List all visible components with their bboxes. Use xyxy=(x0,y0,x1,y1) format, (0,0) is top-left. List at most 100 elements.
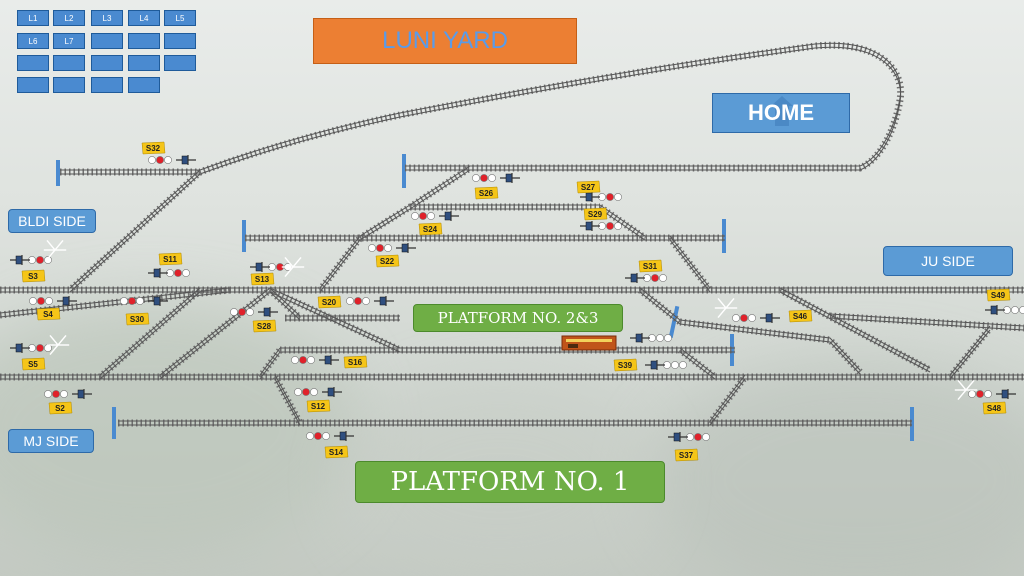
signal-post[interactable]: S31 xyxy=(625,259,667,283)
line-button-18[interactable] xyxy=(91,77,123,93)
bldi-side-button[interactable]: BLDI SIDE xyxy=(8,209,96,233)
signal-lamp xyxy=(614,193,622,201)
signal-label: S26 xyxy=(479,189,494,198)
signal-tag: S3 xyxy=(21,269,46,283)
signal-tag: S31 xyxy=(638,259,663,273)
line-button-6[interactable]: L6 xyxy=(17,33,49,49)
line-button-12[interactable] xyxy=(53,55,85,71)
track-stopper xyxy=(242,220,246,252)
signal-post[interactable]: S5 xyxy=(10,334,70,371)
signal-tag: S49 xyxy=(986,288,1011,302)
line-button-8[interactable] xyxy=(91,33,123,49)
signal-post[interactable]: S26 xyxy=(472,173,520,200)
signal-tag: S20 xyxy=(317,295,342,309)
signal-post[interactable]: S28 xyxy=(230,307,278,333)
signal-post[interactable] xyxy=(630,333,672,343)
home-label: HOME xyxy=(748,100,814,125)
signal-post[interactable]: S22 xyxy=(368,243,416,268)
signal-post[interactable]: S12 xyxy=(294,387,342,413)
signal-post[interactable]: S32 xyxy=(141,141,196,165)
line-button-14[interactable] xyxy=(128,55,160,71)
crossover xyxy=(667,235,713,293)
route-indicator xyxy=(954,379,978,401)
signal-lamp xyxy=(651,274,659,282)
crossover xyxy=(677,347,718,380)
ju-siding xyxy=(679,318,863,375)
signal-lamp xyxy=(614,222,622,230)
line-button-3[interactable]: L3 xyxy=(91,10,123,26)
signal-lamp xyxy=(664,334,672,342)
signal-post[interactable]: S20 xyxy=(317,295,394,309)
home-icon xyxy=(771,96,793,126)
signal-label: S22 xyxy=(380,257,395,266)
signal-post[interactable]: S37 xyxy=(668,432,710,462)
line-button-7[interactable]: L7 xyxy=(53,33,85,49)
signal-lamp xyxy=(45,297,53,305)
mj-side-button[interactable]: MJ SIDE xyxy=(8,429,94,453)
signal-post[interactable]: S29 xyxy=(580,207,622,231)
crossover xyxy=(271,374,304,426)
signal-post[interactable]: S13 xyxy=(250,256,305,286)
signal-lamp xyxy=(659,274,667,282)
signal-lamp xyxy=(354,297,362,305)
signal-lamp xyxy=(299,356,307,364)
crossover xyxy=(598,204,647,241)
crossover xyxy=(157,287,273,380)
signal-post[interactable]: S48 xyxy=(954,379,1016,415)
crossover xyxy=(268,286,402,354)
line-button-13[interactable] xyxy=(91,55,123,71)
line-button-9[interactable] xyxy=(128,33,160,49)
home-loop-line xyxy=(60,41,905,176)
signal-lamp xyxy=(976,390,984,398)
signal-lamp xyxy=(52,390,60,398)
signal-post[interactable]: S39 xyxy=(613,358,687,372)
signal-label: S20 xyxy=(322,298,337,307)
signal-label: S27 xyxy=(581,183,596,192)
signal-post[interactable]: S46 xyxy=(714,297,813,323)
line-button-4[interactable]: L4 xyxy=(128,10,160,26)
ju-side-button[interactable]: JU SIDE xyxy=(883,246,1013,276)
signal-post[interactable]: S4 xyxy=(29,296,77,321)
signal-lamp xyxy=(656,334,664,342)
signal-lamp xyxy=(310,388,318,396)
signal-tag: S30 xyxy=(125,312,150,326)
signal-tag: S4 xyxy=(36,307,61,321)
home-button[interactable]: HOME xyxy=(712,93,850,133)
signal-label: S46 xyxy=(793,312,808,321)
line-button-5[interactable]: L5 xyxy=(164,10,196,26)
signal-post[interactable]: S24 xyxy=(411,211,459,236)
route-indicator xyxy=(43,239,67,261)
line-button-16[interactable] xyxy=(17,77,49,93)
platform-1: PLATFORM NO. 1 xyxy=(355,461,665,503)
crossover xyxy=(707,374,748,426)
signal-lamp xyxy=(291,356,299,364)
signal-label: S3 xyxy=(28,272,38,281)
signal-lamp xyxy=(694,433,702,441)
line-button-10[interactable] xyxy=(164,33,196,49)
yard-title: LUNI YARD xyxy=(313,18,577,64)
line-button-19[interactable] xyxy=(128,77,160,93)
line-button-11[interactable] xyxy=(17,55,49,71)
signal-post[interactable]: S2 xyxy=(44,389,92,415)
signal-post[interactable]: S3 xyxy=(10,239,67,283)
crossover xyxy=(408,165,472,210)
signal-tag: S16 xyxy=(343,355,368,369)
line-button-17[interactable] xyxy=(53,77,85,93)
line-button-15[interactable] xyxy=(164,55,196,71)
signal-lamp xyxy=(606,193,614,201)
signal-lamp xyxy=(671,361,679,369)
signal-post[interactable]: S27 xyxy=(576,180,622,202)
signal-post[interactable]: S49 xyxy=(985,288,1024,315)
signal-post[interactable]: S16 xyxy=(291,355,368,369)
line-button-1[interactable]: L1 xyxy=(17,10,49,26)
line-button-2[interactable]: L2 xyxy=(53,10,85,26)
signal-post[interactable]: S14 xyxy=(306,431,354,459)
signal-post[interactable]: S30 xyxy=(120,296,168,326)
signal-post[interactable]: S11 xyxy=(148,252,190,278)
signal-tag: S24 xyxy=(418,222,443,236)
signal-lamp xyxy=(182,269,190,277)
platform-1-line xyxy=(118,419,912,427)
signal-lamp xyxy=(246,308,254,316)
signal-lamp xyxy=(1011,306,1019,314)
signal-lamp xyxy=(174,269,182,277)
